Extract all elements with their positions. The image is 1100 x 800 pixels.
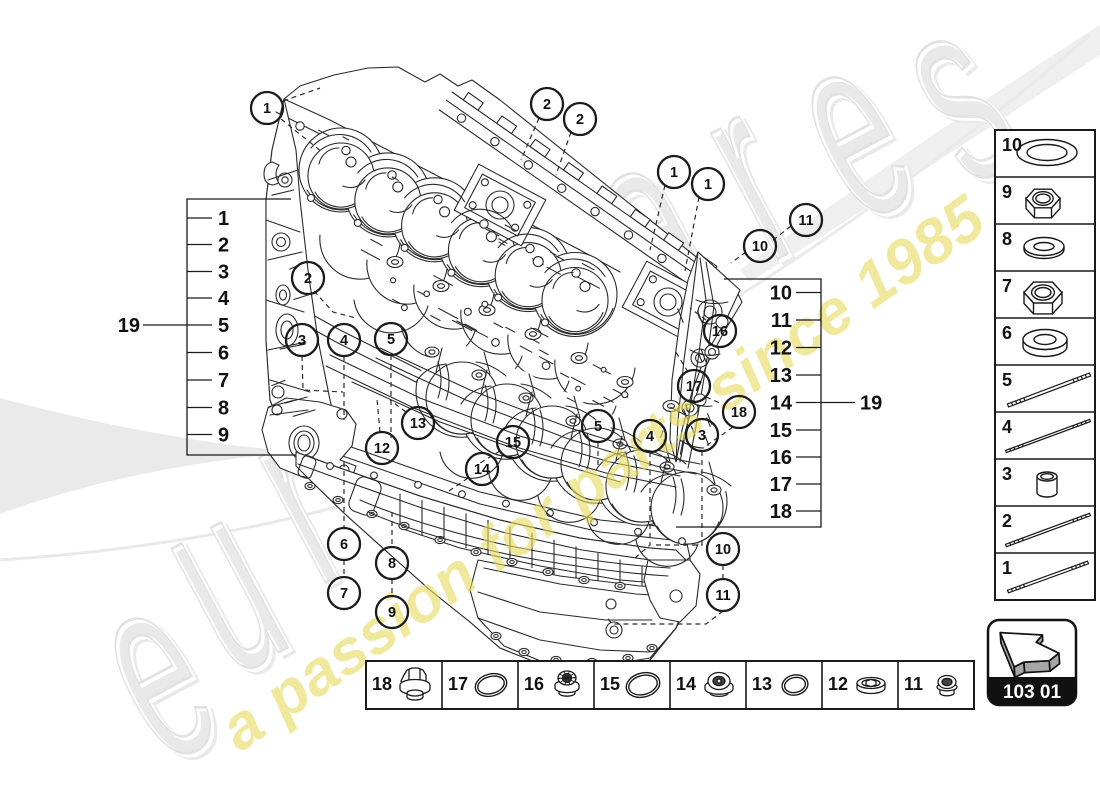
svg-text:3: 3: [698, 428, 706, 444]
svg-text:2: 2: [543, 97, 551, 113]
svg-text:3: 3: [1002, 464, 1012, 484]
svg-text:5: 5: [218, 315, 229, 337]
svg-text:12: 12: [828, 674, 848, 694]
svg-text:3: 3: [298, 333, 306, 349]
svg-text:4: 4: [1002, 417, 1012, 437]
svg-text:8: 8: [388, 556, 396, 572]
svg-text:8: 8: [218, 398, 229, 420]
svg-text:11: 11: [771, 310, 792, 332]
svg-text:14: 14: [770, 393, 793, 415]
svg-text:11: 11: [798, 213, 813, 229]
svg-text:1: 1: [704, 177, 712, 193]
svg-text:6: 6: [1002, 323, 1012, 343]
svg-text:2: 2: [1002, 511, 1012, 531]
svg-text:7: 7: [218, 370, 229, 392]
svg-text:16: 16: [770, 447, 792, 469]
svg-text:7: 7: [1002, 276, 1012, 296]
svg-text:18: 18: [770, 501, 792, 523]
svg-text:13: 13: [770, 365, 792, 387]
svg-text:11: 11: [904, 674, 923, 694]
svg-text:5: 5: [1002, 370, 1012, 390]
svg-text:18: 18: [372, 674, 392, 694]
svg-text:4: 4: [340, 333, 348, 349]
svg-text:10: 10: [715, 542, 731, 558]
svg-text:9: 9: [218, 425, 229, 447]
svg-text:2: 2: [576, 112, 584, 128]
svg-text:13: 13: [410, 416, 426, 432]
svg-text:17: 17: [770, 474, 792, 496]
svg-text:103 01: 103 01: [1003, 682, 1062, 703]
svg-text:4: 4: [646, 429, 654, 445]
svg-text:16: 16: [524, 674, 544, 694]
svg-text:5: 5: [387, 332, 395, 348]
svg-text:7: 7: [340, 586, 348, 602]
svg-text:9: 9: [388, 605, 396, 621]
svg-text:2: 2: [218, 235, 229, 257]
svg-text:1: 1: [670, 165, 678, 181]
svg-text:4: 4: [218, 288, 230, 310]
svg-text:8: 8: [1002, 229, 1012, 249]
svg-text:14: 14: [676, 674, 696, 694]
svg-text:14: 14: [474, 462, 490, 478]
svg-text:15: 15: [770, 420, 792, 442]
svg-text:10: 10: [770, 283, 792, 305]
svg-text:3: 3: [218, 262, 229, 284]
svg-text:2: 2: [304, 271, 312, 287]
svg-text:13: 13: [752, 674, 772, 694]
svg-text:11: 11: [715, 588, 730, 604]
svg-text:6: 6: [340, 537, 348, 553]
svg-text:1: 1: [263, 101, 271, 117]
svg-text:12: 12: [770, 338, 792, 360]
svg-text:19: 19: [860, 393, 882, 415]
svg-text:9: 9: [1002, 182, 1012, 202]
svg-text:15: 15: [505, 435, 521, 451]
svg-text:5: 5: [594, 419, 602, 435]
svg-text:17: 17: [448, 674, 468, 694]
svg-text:12: 12: [374, 441, 390, 457]
svg-text:10: 10: [1002, 135, 1022, 155]
svg-text:1: 1: [218, 208, 229, 230]
svg-text:10: 10: [752, 239, 768, 255]
svg-text:17: 17: [686, 379, 702, 395]
svg-text:1: 1: [1002, 558, 1012, 578]
svg-text:19: 19: [118, 315, 140, 337]
svg-text:6: 6: [218, 343, 229, 365]
svg-text:18: 18: [731, 405, 747, 421]
svg-text:16: 16: [712, 324, 728, 340]
svg-text:15: 15: [600, 674, 620, 694]
